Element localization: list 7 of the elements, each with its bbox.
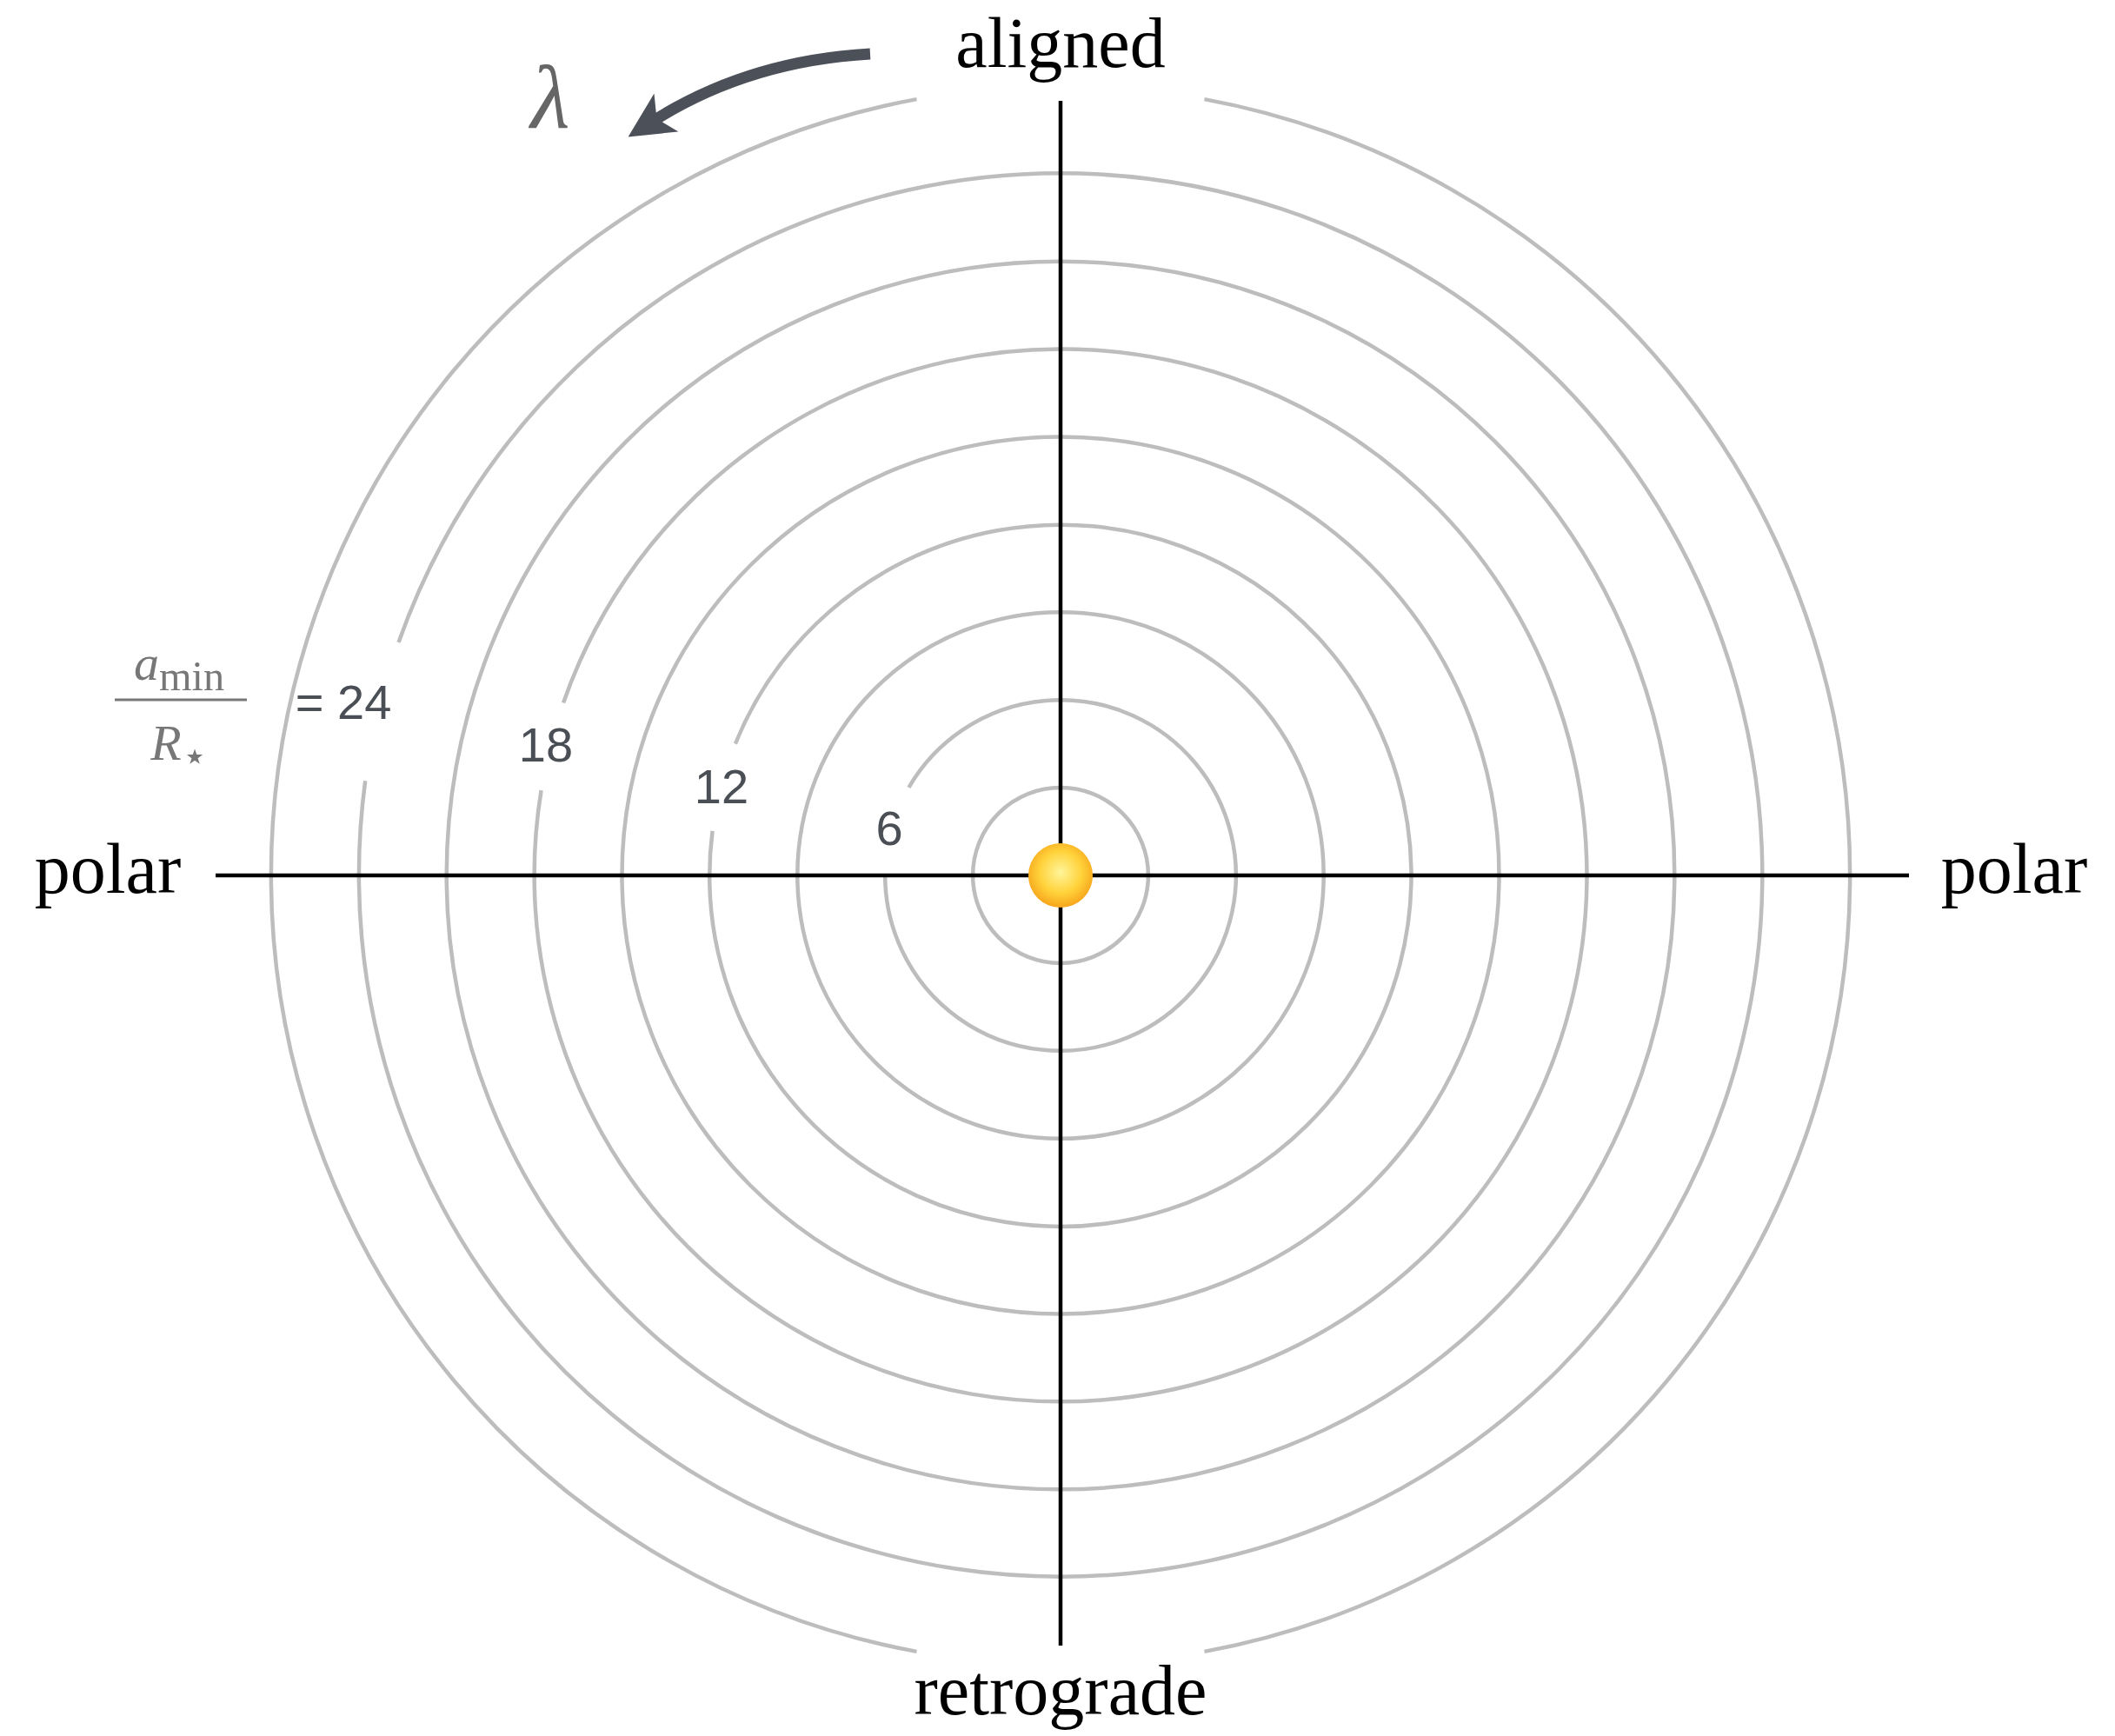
angle-symbol: λ (530, 52, 570, 143)
fraction-denominator: R$_{⋆}$ (150, 717, 208, 778)
fraction-numerator: a$_{min}$ (133, 637, 225, 698)
ring-label: = 24 (295, 678, 392, 727)
ring-label: 18 (518, 721, 574, 769)
ring-label: 12 (694, 762, 749, 811)
ring-label: 6 (875, 804, 903, 853)
